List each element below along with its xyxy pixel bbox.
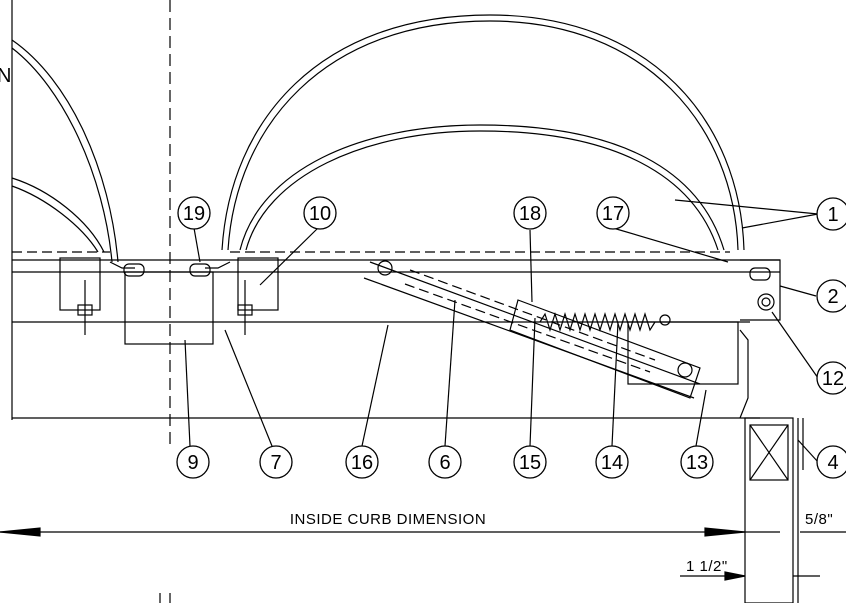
strut-plate [509, 299, 701, 399]
one-half-label: 1 1/2" [686, 558, 728, 575]
leader-4 [797, 439, 819, 463]
callout-14: 14 [601, 452, 623, 474]
leader-18 [529, 229, 533, 303]
callout-15: 15 [519, 452, 541, 474]
callout-1-circle [816, 197, 846, 231]
left-flange [109, 261, 135, 269]
inner-dome [239, 124, 725, 251]
leader-10 [259, 227, 319, 286]
leader-19 [193, 227, 201, 263]
callout-1: 1 [827, 204, 838, 226]
center-clip-left [123, 263, 145, 277]
spring-end [659, 314, 671, 326]
callout-13: 13 [686, 452, 708, 474]
leader-2 [779, 285, 817, 297]
callout-9: 9 [187, 452, 198, 474]
leader-1a [674, 199, 819, 215]
callout-6-circle [428, 445, 462, 479]
hinge-pin [757, 293, 775, 311]
leader-14 [611, 321, 619, 447]
callout-16-circle [345, 445, 379, 479]
callout-2: 2 [827, 286, 838, 308]
leader-16 [361, 324, 389, 447]
callout-10: 10 [309, 203, 331, 225]
callout-7-circle [259, 445, 293, 479]
curb-x2 [749, 424, 789, 481]
curb-box-inner [749, 424, 789, 481]
leader-6 [444, 299, 456, 447]
callout-14-circle [595, 445, 629, 479]
curb-box [744, 417, 794, 603]
left-outer-dome [11, 39, 119, 263]
outer-dome-inner [227, 20, 739, 251]
inside-curb-arrow-right [704, 527, 746, 537]
leader-15 [529, 317, 536, 447]
right-frame [740, 259, 781, 321]
edge-letter: N [0, 65, 11, 87]
hinge-pin-inner [761, 297, 771, 307]
right-clip [749, 267, 771, 281]
callout-bubbles [176, 196, 846, 479]
callout-16: 16 [351, 452, 373, 474]
five-eighths-label: 5/8" [805, 511, 833, 528]
callout-15-circle [513, 445, 547, 479]
callout-6: 6 [439, 452, 450, 474]
callout-19: 19 [183, 203, 205, 225]
right-bracket [237, 257, 279, 311]
inside-curb-label: INSIDE CURB DIMENSION [290, 511, 486, 528]
leader-9 [184, 339, 191, 447]
center-channel [124, 271, 214, 345]
leader-17 [612, 227, 729, 263]
right-flashing [739, 329, 749, 419]
callout-18: 18 [519, 203, 541, 225]
center-clip-right [189, 263, 211, 277]
callout-19-circle [177, 196, 211, 230]
callout-9-circle [176, 445, 210, 479]
leader-12 [771, 311, 819, 379]
callout-7: 7 [270, 452, 281, 474]
outer-dome [221, 14, 745, 251]
inner-dome-inner [245, 130, 719, 251]
callout-4-circle [816, 445, 846, 479]
callout-4: 4 [827, 452, 838, 474]
left-bracket [59, 257, 101, 311]
callout-17: 17 [602, 203, 624, 225]
callout-12-circle [816, 361, 846, 395]
left-nut [77, 304, 93, 316]
callout-2-circle [816, 279, 846, 313]
leader-7 [224, 329, 273, 447]
callout-13-circle [680, 445, 714, 479]
leader-13 [695, 389, 707, 447]
callout-18-circle [513, 196, 547, 230]
leader-1b [741, 213, 819, 229]
right-flange [205, 261, 231, 269]
left-inner-dome-2 [11, 185, 99, 253]
inside-curb-arrow-left [0, 527, 41, 537]
left-inner-dome [11, 177, 105, 253]
callout-12: 12 [822, 368, 844, 390]
callout-17-circle [596, 196, 630, 230]
spring [539, 311, 656, 333]
lower-bracket [627, 321, 739, 385]
one-half-arrow [724, 571, 746, 581]
left-outer-dome-2 [11, 47, 113, 263]
callout-10-circle [303, 196, 337, 230]
right-nut [237, 304, 253, 316]
